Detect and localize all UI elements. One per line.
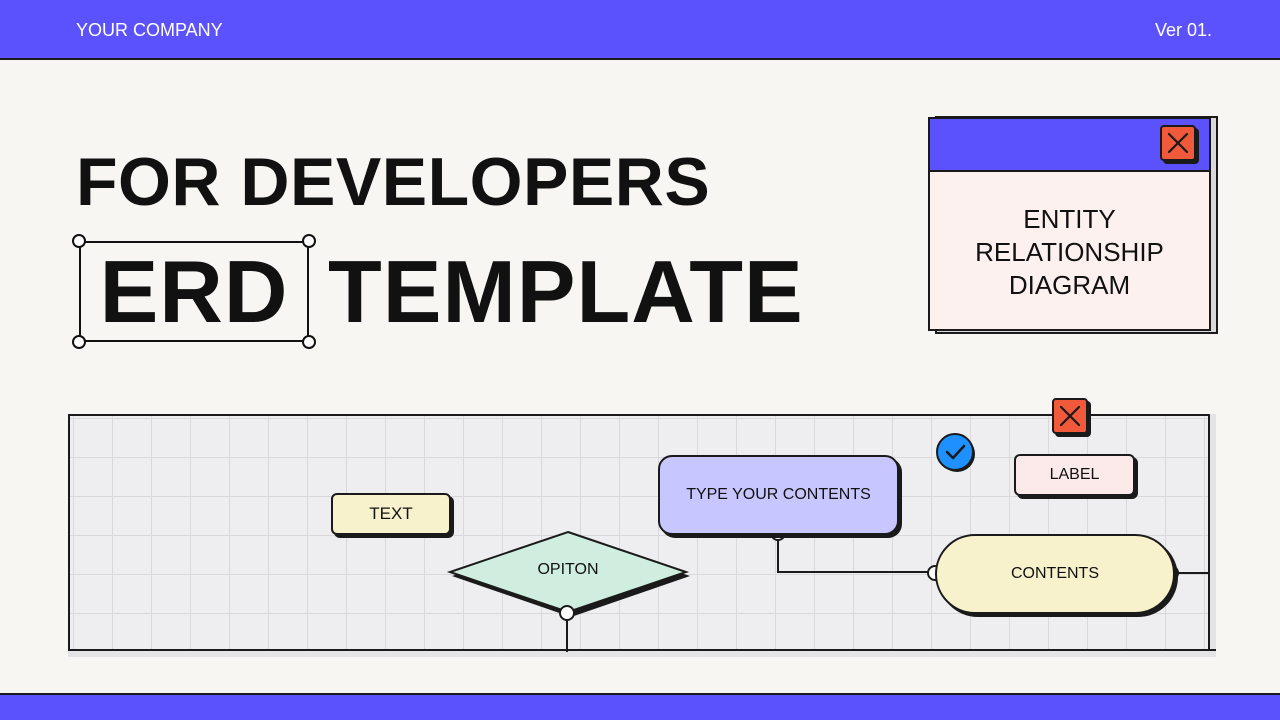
type-contents-node[interactable]: TYPE YOUR CONTENTS [658,455,899,535]
erd-selection-box[interactable]: ERD [79,241,309,342]
close-icon [1059,405,1081,427]
window-text-line: DIAGRAM [1008,270,1131,300]
erd-title: ERD [99,241,289,341]
version-label: Ver 01. [1154,20,1212,40]
resize-handle-top-right[interactable] [302,234,316,248]
resize-handle-bottom-right[interactable] [302,335,316,349]
window-close-button[interactable] [1160,125,1196,161]
resize-handle-top-left[interactable] [72,234,86,248]
title-line-1: FOR DEVELOPERS [76,144,711,220]
text-node[interactable]: TEXT [331,493,451,535]
label-node[interactable]: LABEL [1014,454,1135,496]
close-icon [1167,132,1189,154]
canvas-edge-right [1208,414,1216,657]
canvas-edge-bottom [68,649,1216,657]
contents-node[interactable]: CONTENTS [935,534,1175,614]
node-close-button[interactable] [1052,398,1088,434]
window-body-text: ENTITY RELATIONSHIP DIAGRAM [930,203,1209,302]
bottom-bar [0,693,1280,720]
option-label: OPITON [537,561,599,578]
title-line-2: TEMPLATE [328,242,804,341]
window-text-line: ENTITY [1023,204,1116,234]
window-text-line: RELATIONSHIP [975,237,1164,267]
checkmark-icon[interactable] [936,433,976,473]
resize-handle-bottom-left[interactable] [72,335,86,349]
company-name: YOUR COMPANY [76,20,223,40]
top-bar: YOUR COMPANY Ver 01. [0,0,1280,60]
